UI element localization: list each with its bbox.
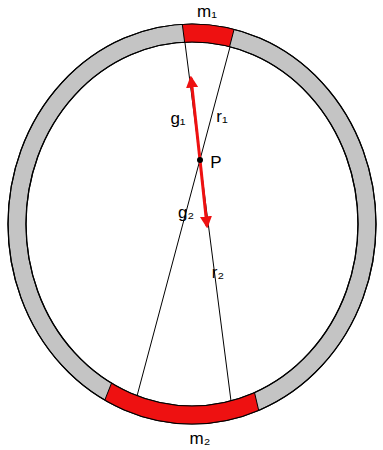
shell-outline: [8, 24, 376, 424]
field-label: g₂: [178, 204, 194, 221]
point-label: P: [210, 154, 221, 171]
mass-label: m₁: [197, 3, 217, 20]
distance-label: r₂: [212, 264, 224, 281]
shell-ring: [8, 24, 376, 424]
mass-segment-bottom: [85, 160, 268, 450]
cone-line: [185, 43, 231, 401]
force-arrow-down: [200, 160, 207, 226]
mass-label: m₂: [190, 430, 211, 447]
point-p: [197, 157, 203, 163]
force-arrow-up: [191, 78, 200, 160]
field-label: g₁: [170, 110, 185, 127]
cone-line: [137, 47, 230, 396]
distance-label: r₁: [216, 108, 227, 125]
